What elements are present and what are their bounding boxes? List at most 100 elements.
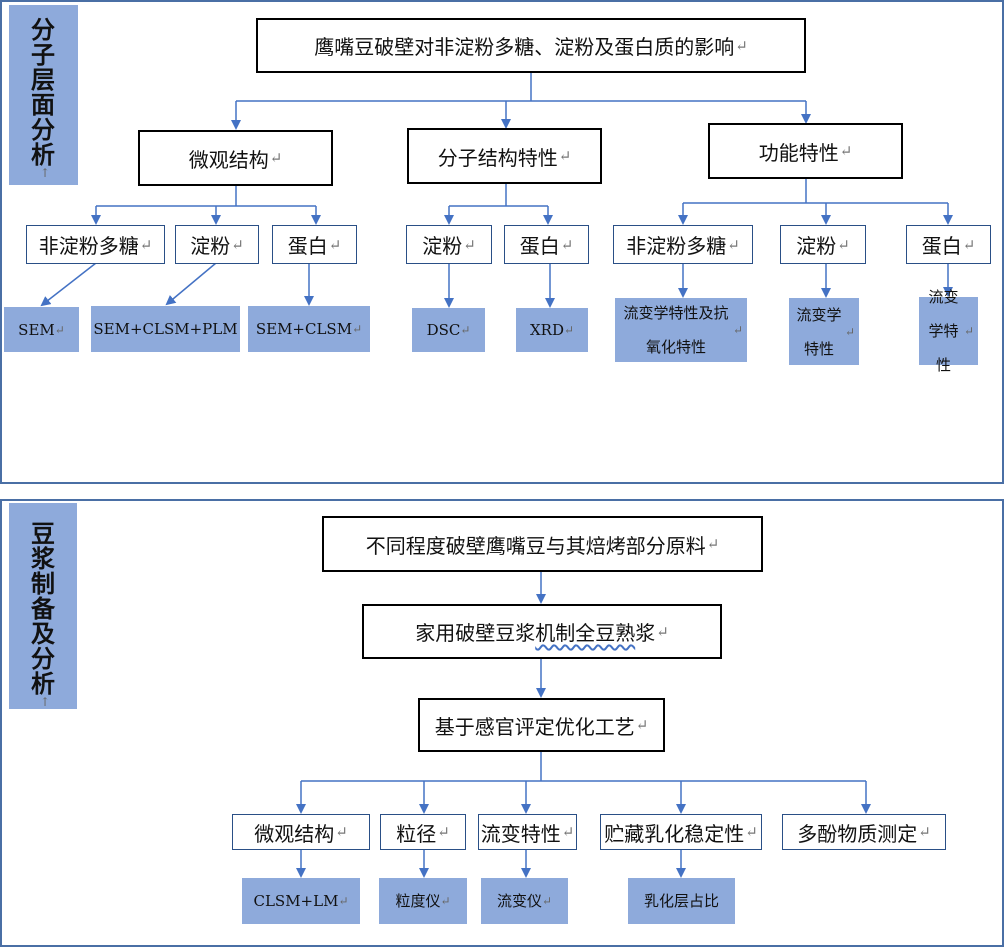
analysis-microstructure: 微观结构↵ — [232, 814, 370, 850]
analysis-label: 贮藏乳化稳定性 — [604, 821, 745, 846]
method-label: DSC — [426, 321, 461, 339]
item-label: 淀粉 — [422, 234, 463, 258]
paragraph-mark-icon: ↵ — [558, 147, 572, 165]
paragraph-mark-icon: ↵ — [656, 622, 669, 641]
paragraph-mark-icon: ↵ — [463, 235, 476, 254]
paragraph-mark-icon: ↵ — [745, 823, 758, 841]
analysis-rheology: 流变特性↵ — [478, 814, 577, 850]
item-label: 非淀粉多糖 — [626, 234, 727, 258]
step-label: 基于感官评定优化工艺 — [434, 714, 635, 739]
paragraph-mark-icon: ↵ — [706, 535, 720, 553]
method-rheology-antioxidant: 流变学特性及抗氧化特性↵ — [615, 298, 747, 362]
micro-item-starch: 淀粉↵ — [175, 225, 259, 264]
paragraph-mark-icon: ↑ — [40, 695, 51, 709]
item-label: 蛋白 — [287, 234, 328, 258]
step-sensory-optimization: 基于感官评定优化工艺↵ — [418, 698, 665, 752]
item-label: 非淀粉多糖 — [38, 234, 139, 258]
side-label-text: 豆浆制备及分析 — [31, 519, 55, 698]
analysis-particle-size: 粒径↵ — [380, 814, 466, 850]
method-sem: SEM↵ — [4, 307, 79, 352]
paragraph-mark-icon: ↵ — [839, 142, 853, 160]
micro-item-protein: 蛋白↵ — [272, 225, 357, 264]
paragraph-mark-icon: ↵ — [269, 149, 283, 167]
analysis-label: 多酚物质测定 — [797, 821, 918, 846]
item-label: 蛋白 — [519, 234, 560, 258]
category-label: 微观结构 — [188, 147, 269, 172]
instrument-label: 乳化层占比 — [643, 892, 719, 910]
paragraph-mark-icon: ↵ — [844, 324, 855, 339]
molecular-analysis-panel — [0, 0, 1004, 484]
analysis-polyphenols: 多酚物质测定↵ — [782, 814, 946, 850]
step-raw-materials: 不同程度破壁鹰嘴豆与其焙烤部分原料↵ — [322, 516, 763, 572]
analysis-label: 流变特性 — [480, 821, 561, 846]
method-rheology-protein: 流变学特性 ↵ — [919, 288, 978, 374]
method-label: 流变学特性及抗氧化特性 — [623, 304, 729, 356]
paragraph-mark-icon: ↵ — [735, 36, 748, 55]
analysis-label: 微观结构 — [254, 821, 335, 846]
root-topic-box: 鹰嘴豆破壁对非淀粉多糖、淀粉及蛋白质的影响↵ — [256, 18, 806, 73]
paragraph-mark-icon: ↵ — [352, 322, 363, 336]
paragraph-mark-icon: ↵ — [139, 235, 153, 254]
method-xrd: XRD↵ — [516, 308, 588, 352]
category-label: 分子结构特性 — [437, 145, 558, 170]
method-rheology-starch: 流变学特性↵ — [789, 298, 859, 365]
method-sem-clsm-plm: SEM+CLSM+PLM — [91, 306, 240, 352]
analysis-emulsion-stability: 贮藏乳化稳定性↵ — [600, 814, 762, 850]
paragraph-mark-icon: ↵ — [460, 323, 471, 337]
method-label: 流变学特性 — [928, 288, 959, 374]
item-label: 淀粉 — [796, 234, 837, 258]
category-molecular-structure: 分子结构特性↵ — [407, 128, 602, 184]
method-sem-clsm: SEM+CLSM↵ — [248, 306, 370, 352]
category-label: 功能特性 — [758, 140, 839, 165]
method-label: XRD — [529, 321, 564, 339]
instrument-emulsion-ratio: 乳化层占比 — [628, 878, 735, 924]
paragraph-mark-icon: ↵ — [963, 324, 974, 338]
paragraph-mark-icon: ↵ — [837, 235, 850, 254]
method-label: SEM+CLSM — [255, 320, 353, 338]
paragraph-mark-icon: ↵ — [563, 323, 575, 337]
root-topic-text: 鹰嘴豆破壁对非淀粉多糖、淀粉及蛋白质的影响 — [314, 35, 735, 59]
paragraph-mark-icon: ↵ — [560, 235, 574, 254]
item-label: 蛋白 — [921, 234, 962, 258]
step-label-suffix: 浆 — [635, 621, 656, 645]
paragraph-mark-icon: ↵ — [338, 894, 349, 908]
step-label-spellcheck: 机制全豆熟 — [535, 621, 636, 645]
step-label-prefix: 家用破壁豆浆 — [415, 621, 536, 645]
category-micro-structure: 微观结构↵ — [138, 130, 333, 186]
functional-item-starch: 淀粉↵ — [780, 225, 866, 264]
paragraph-mark-icon: ↵ — [231, 235, 244, 254]
paragraph-mark-icon: ↵ — [962, 235, 976, 254]
instrument-label: 粒度仪 — [395, 892, 441, 910]
paragraph-mark-icon: ↵ — [732, 323, 743, 337]
method-label: SEM — [18, 320, 55, 339]
paragraph-mark-icon: ↵ — [335, 823, 348, 841]
instrument-clsm-lm: CLSM+LM↵ — [242, 878, 360, 924]
paragraph-mark-icon: ↵ — [635, 716, 649, 734]
molecular-analysis-side-label: 分子层面分析 ↑ — [9, 5, 78, 185]
instrument-label: CLSM+LM — [253, 892, 339, 910]
item-label: 淀粉 — [190, 234, 231, 258]
paragraph-mark-icon: ↑ — [40, 166, 51, 180]
functional-item-protein: 蛋白↵ — [906, 225, 991, 264]
soymilk-analysis-side-label: 豆浆制备及分析 ↑ — [9, 503, 77, 709]
method-label: SEM+CLSM+PLM — [93, 320, 238, 338]
instrument-particle-sizer: 粒度仪↵ — [379, 878, 467, 924]
functional-item-nsp: 非淀粉多糖↵ — [613, 225, 753, 264]
paragraph-mark-icon: ↵ — [727, 235, 740, 254]
paragraph-mark-icon: ↵ — [541, 894, 553, 908]
soymilk-analysis-panel — [0, 499, 1004, 947]
analysis-label: 粒径 — [396, 821, 437, 846]
paragraph-mark-icon: ↵ — [437, 823, 450, 841]
paragraph-mark-icon: ↵ — [440, 894, 451, 908]
method-label: 流变学特性 — [796, 305, 842, 358]
method-dsc: DSC↵ — [412, 308, 485, 352]
micro-item-nsp: 非淀粉多糖↵ — [26, 225, 165, 264]
category-functional-properties: 功能特性↵ — [708, 123, 903, 179]
molecular-item-starch: 淀粉↵ — [406, 225, 492, 264]
instrument-rheometer: 流变仪↵ — [481, 878, 568, 924]
paragraph-mark-icon: ↵ — [328, 235, 342, 254]
side-label-text: 分子层面分析 — [31, 15, 55, 169]
paragraph-mark-icon: ↵ — [561, 823, 575, 841]
molecular-item-protein: 蛋白↵ — [504, 225, 589, 264]
